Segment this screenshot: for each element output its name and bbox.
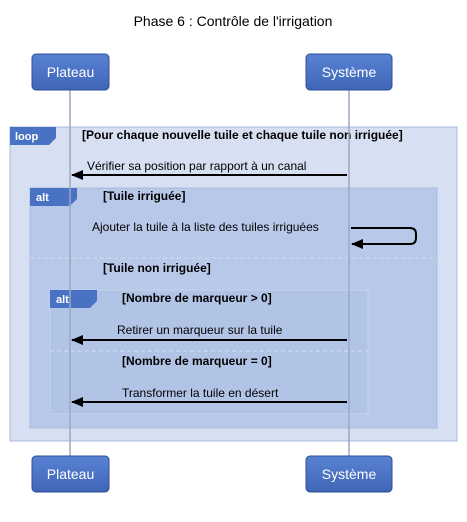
message-verifier-label: Vérifier sa position par rapport à un ca… <box>87 159 306 173</box>
alt-inner-tag-label: alt <box>56 294 69 306</box>
alt-outer-tag-label: alt <box>36 192 49 204</box>
message-ajouter-self-arrow <box>351 227 417 249</box>
alt-outer-guard-1: [Tuile irriguée] <box>103 189 185 203</box>
loop-tag-label: loop <box>15 131 38 143</box>
diagram-title: Phase 6 : Contrôle de l'irrigation <box>134 13 333 29</box>
participant-plateau-bottom-label: Plateau <box>47 466 94 482</box>
alt-inner-guard-2: [Nombre de marqueur = 0] <box>122 354 272 368</box>
loop-guard: [Pour chaque nouvelle tuile et chaque tu… <box>82 128 403 142</box>
alt-inner-guard-1: [Nombre de marqueur > 0] <box>122 291 272 305</box>
message-retirer-label: Retirer un marqueur sur la tuile <box>117 323 283 337</box>
participant-systeme-bottom[interactable] <box>305 455 393 493</box>
participant-plateau-top[interactable] <box>31 53 110 91</box>
loop-tag <box>10 127 56 145</box>
participant-systeme-top[interactable] <box>305 53 393 91</box>
alt-inner-tag <box>50 290 97 308</box>
participant-plateau-top-label: Plateau <box>47 64 94 80</box>
alt-inner-frame <box>49 289 369 415</box>
participant-systeme-bottom-label: Système <box>322 466 377 482</box>
alt-outer-tag <box>30 188 77 206</box>
alt-outer-guard-2: [Tuile non irriguée] <box>103 261 211 275</box>
message-ajouter-label: Ajouter la tuile à la liste des tuiles i… <box>92 220 319 234</box>
participant-systeme-top-label: Système <box>322 64 377 80</box>
message-transformer-label: Transformer la tuile en désert <box>122 386 279 400</box>
participant-plateau-bottom[interactable] <box>31 455 110 493</box>
